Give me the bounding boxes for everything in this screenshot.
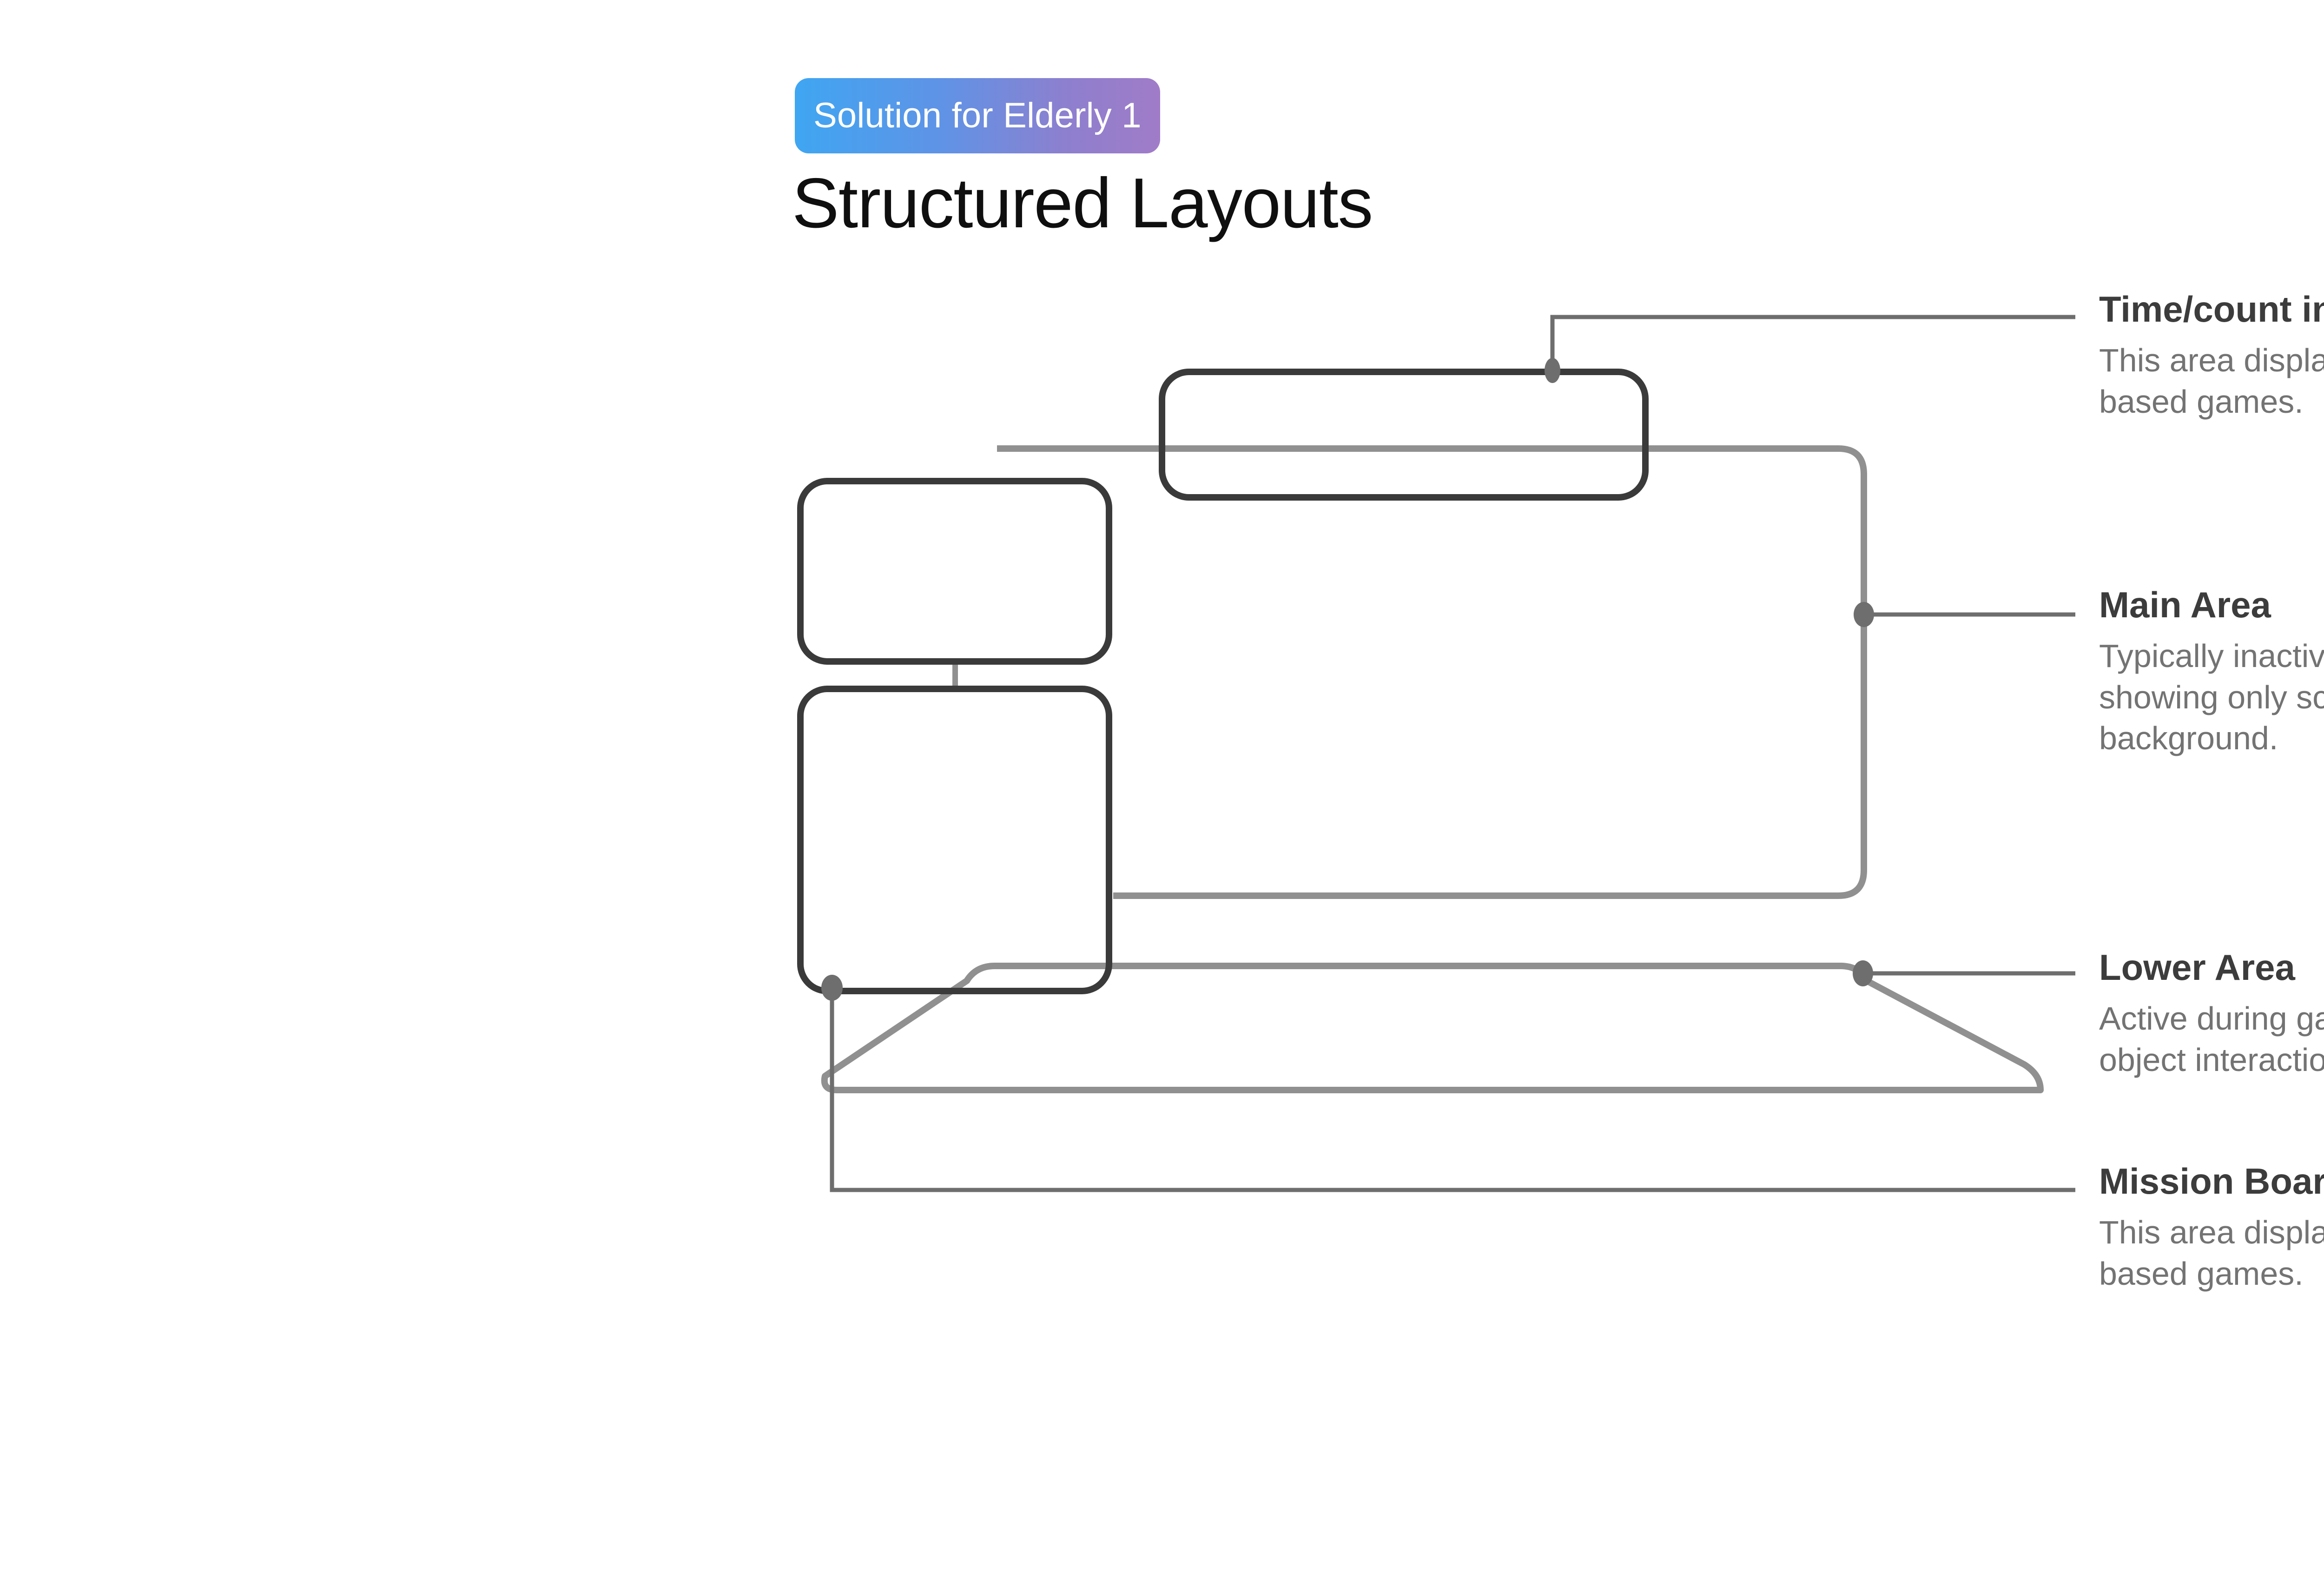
node-dot-lower-area: [1853, 960, 1873, 986]
upper-left-box: [797, 478, 1112, 665]
leader-line-mission-board: [830, 988, 2075, 1192]
annotation-description: This area displays the timer for time-ba…: [2099, 342, 2324, 420]
leader-line-time-count: [1550, 315, 2075, 370]
node-dot-mission-board: [821, 975, 843, 1001]
solution-badge-label: Solution for Elderly 1: [813, 96, 1142, 135]
solution-badge[interactable]: Solution for Elderly 1: [795, 78, 1160, 153]
top-bar-box: [1159, 369, 1649, 501]
annotation-mission-board: Mission Board This area displays the tim…: [2099, 1161, 2324, 1294]
annotation-description: Typically inactive during gameplay, show…: [2099, 638, 2324, 756]
annotation-title: Lower Area: [2099, 947, 2295, 988]
annotation-lower-area: Lower Area Active during gameplay as the…: [2099, 947, 2324, 1080]
annotation-title: Time/count indicator: [2099, 289, 2324, 330]
annotation-title: Main Area: [2099, 584, 2271, 625]
node-dot-time-count: [1545, 358, 1560, 383]
lower-left-box: [797, 686, 1112, 994]
annotation-main-area: Main Area Typically inactive during game…: [2099, 584, 2324, 759]
annotation-description: Active during gameplay as the main zone …: [2099, 1000, 2324, 1078]
node-dot-main-area: [1854, 602, 1874, 627]
annotation-title: Mission Board: [2099, 1161, 2324, 1202]
page-title: Structured Layouts: [792, 164, 1373, 243]
annotation-time-count-indicator: Time/count indicator This area displays …: [2099, 289, 2324, 422]
main-area-outline-path: [997, 445, 1867, 899]
annotation-description: This area displays the timer for time-ba…: [2099, 1214, 2324, 1292]
